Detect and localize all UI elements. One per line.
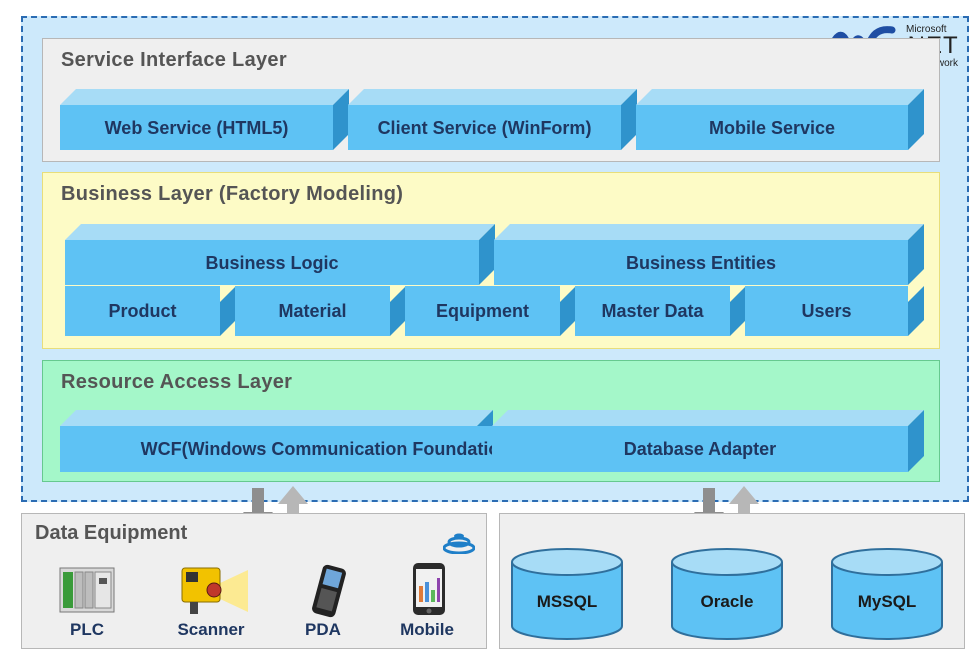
mobile-service-block: Mobile Service <box>636 89 924 150</box>
business-logic-label: Business Logic <box>65 240 479 285</box>
arrow-up-right <box>729 486 759 528</box>
device-label-pda: PDA <box>305 620 341 639</box>
service-layer-title: Service Interface Layer <box>61 49 287 71</box>
equipment-module: Equipment <box>405 286 576 336</box>
database-adapter-block: Database Adapter <box>492 410 924 472</box>
device-label-plc: PLC <box>70 620 104 639</box>
wcf-block: WCF(Windows Communication Foundation) <box>60 410 597 472</box>
business-logic-block: Business Logic <box>65 224 495 285</box>
master-data-label: Master Data <box>575 286 730 336</box>
mysql-database-icon <box>831 548 943 640</box>
data-equipment-title: Data Equipment <box>35 522 188 544</box>
business-entities-block: Business Entities <box>494 224 924 285</box>
device-label-mobile: Mobile <box>400 620 454 639</box>
db-label-oracle: Oracle <box>700 592 754 611</box>
database-adapter-label: Database Adapter <box>492 426 908 472</box>
web-service-block: Web Service (HTML5) <box>60 89 349 150</box>
product-module: Product <box>65 286 236 336</box>
client-service-block: Client Service (WinForm) <box>348 89 637 150</box>
mssql-database-icon <box>511 548 623 640</box>
business-layer-title: Business Layer (Factory Modeling) <box>61 183 404 205</box>
product-label: Product <box>65 286 220 336</box>
master-data-module: Master Data <box>575 286 746 336</box>
business-entities-label: Business Entities <box>494 240 908 285</box>
resource-layer-title: Resource Access Layer <box>61 371 293 393</box>
wireless-icon <box>443 533 475 554</box>
data-equipment-panel: Data Equipment PLC Scanne <box>21 513 487 649</box>
web-service-label: Web Service (HTML5) <box>60 105 333 150</box>
database-panel: MSSQL Oracle MySQL <box>499 513 965 649</box>
db-label-mssql: MSSQL <box>536 592 598 611</box>
db-label-mysql: MySQL <box>857 592 917 611</box>
scanner-icon <box>181 567 248 614</box>
arrow-up-left <box>278 486 308 528</box>
pda-icon <box>312 564 346 618</box>
plc-icon <box>59 567 115 613</box>
client-service-label: Client Service (WinForm) <box>348 105 621 150</box>
material-module: Material <box>235 286 406 336</box>
equipment-label: Equipment <box>405 286 560 336</box>
device-label-scanner: Scanner <box>177 620 245 639</box>
mobile-service-label: Mobile Service <box>636 105 908 150</box>
users-label: Users <box>745 286 908 336</box>
logo-microsoft: Microsoft <box>906 24 947 35</box>
mobile-phone-icon <box>413 563 445 615</box>
oracle-database-icon <box>671 548 783 640</box>
material-label: Material <box>235 286 390 336</box>
users-module: Users <box>745 286 924 336</box>
